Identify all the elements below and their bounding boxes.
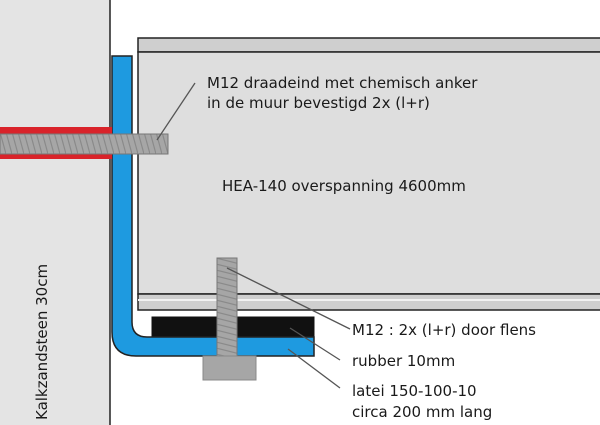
- wall-label: Kalkzandsteen 30cm: [33, 264, 51, 420]
- beam-label: HEA-140 overspanning 4600mm: [222, 177, 466, 195]
- leader-lintel: [287, 348, 341, 389]
- bolt-label: M12 : 2x (l+r) door flens: [352, 321, 536, 339]
- lintel-label-line2: circa 200 mm lang: [352, 403, 492, 421]
- leader-bolt: [226, 267, 351, 330]
- leader-rod: [156, 82, 196, 141]
- wall: [0, 0, 110, 425]
- lintel-angle: [111, 55, 315, 357]
- lintel-label-line1: latei 150-100-10: [352, 382, 477, 400]
- leader-rubber: [289, 327, 341, 361]
- beam-bottom-flange: [137, 293, 600, 311]
- rubber-label: rubber 10mm: [352, 352, 455, 370]
- rod-label-line1: M12 draadeind met chemisch anker: [207, 74, 478, 92]
- bolt-nut: [202, 355, 257, 381]
- bolt-shank: [216, 257, 238, 363]
- beam-top-flange: [137, 37, 600, 53]
- rod-label-line2: in de muur bevestigd 2x (l+r): [207, 94, 430, 112]
- threaded-rod: [0, 133, 169, 155]
- beam-web: [137, 51, 600, 295]
